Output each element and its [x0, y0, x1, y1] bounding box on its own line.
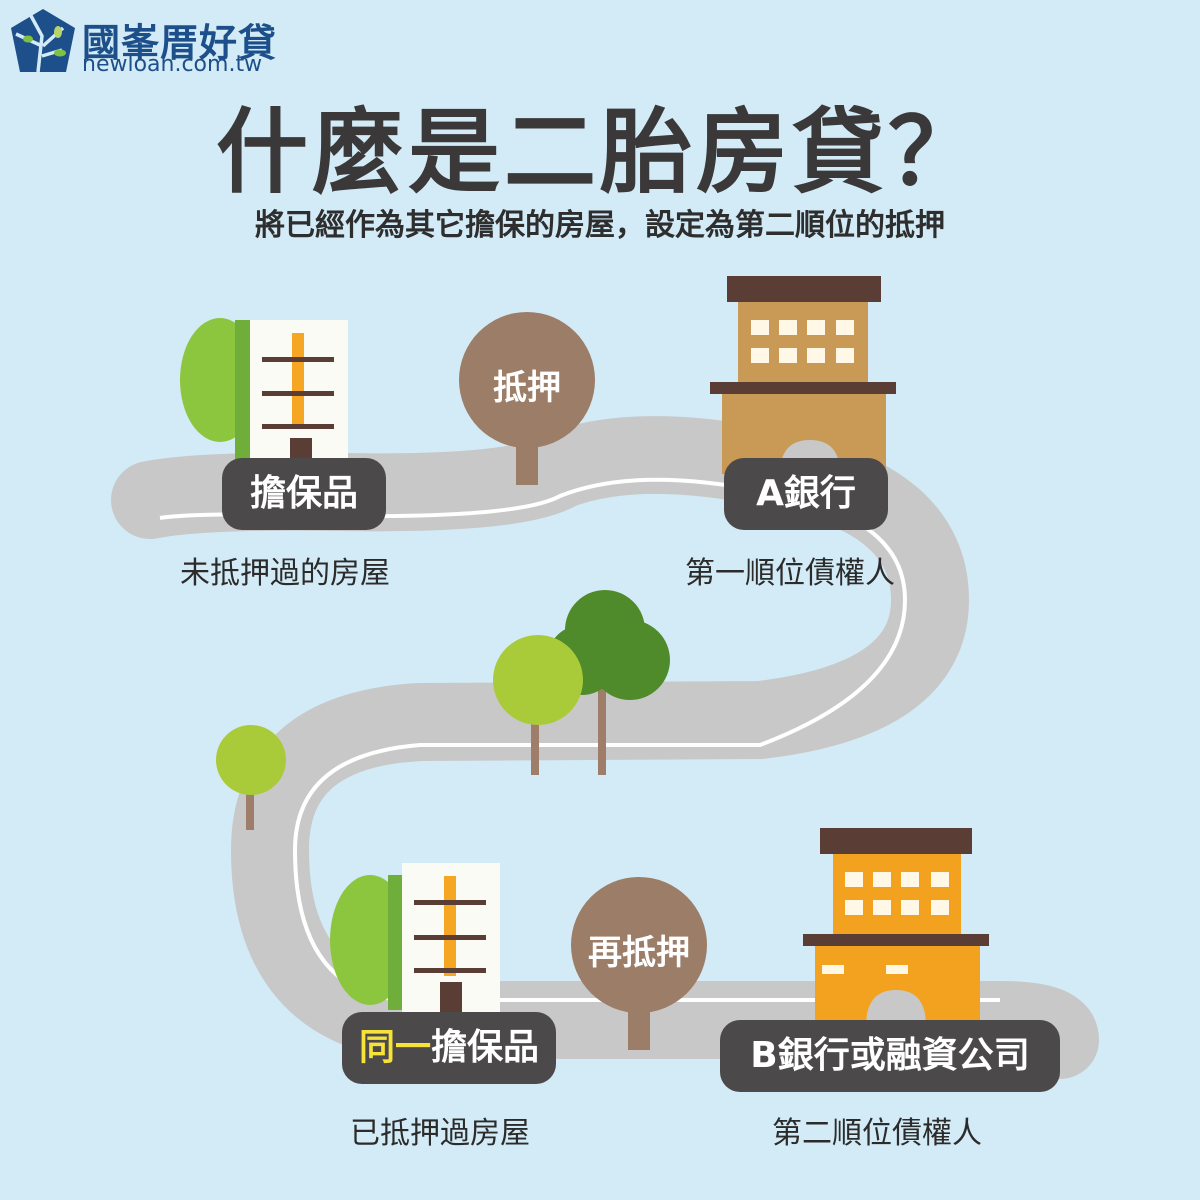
pill-label: B銀行或融資公司 [750, 1035, 1030, 1076]
tree-icon [330, 875, 410, 1010]
bank-a-pill: A銀行 [724, 458, 888, 530]
bank-a-building-icon [710, 276, 896, 474]
collateral-same-caption: 已抵押過房屋 [350, 1116, 530, 1151]
tree-icon [493, 635, 583, 775]
mortgage-sign-label: 抵押 [493, 368, 561, 408]
highlight-label: 同一 [358, 1027, 431, 1068]
bank-a-caption: 第一順位債權人 [685, 556, 895, 591]
collateral-first-pill: 擔保品 [222, 458, 386, 530]
house-icon [250, 320, 348, 470]
mortgage-sign-icon [459, 312, 595, 485]
brand-name: 國峯厝好貸 [82, 21, 278, 65]
remortgage-sign-label: 再抵押 [588, 933, 690, 973]
pill-label: 擔保品 [431, 1027, 540, 1068]
pill-label: A銀行 [756, 473, 856, 514]
brand-domain: newloan.com.tw [82, 52, 263, 77]
page-subtitle: 將已經作為其它擔保的房屋，設定為第二順位的抵押 [255, 208, 945, 243]
tree-icon [216, 725, 286, 830]
bank-b-caption: 第二順位債權人 [772, 1116, 982, 1151]
collateral-first-caption: 未抵押過的房屋 [180, 556, 390, 591]
house-icon [402, 863, 500, 1013]
bank-b-pill: B銀行或融資公司 [720, 1020, 1060, 1092]
page-title: 什麼是二胎房貸？ [215, 99, 984, 206]
bank-b-building-icon [803, 828, 989, 1026]
remortgage-sign-icon [571, 877, 707, 1050]
road [111, 416, 1099, 1079]
tree-icon [180, 318, 260, 460]
road-center-line [159, 477, 1000, 1002]
pill-label: 擔保品 [249, 473, 358, 514]
tree-house-logo-icon [11, 9, 75, 73]
collateral-same-pill: 同一擔保品 [342, 1012, 556, 1084]
